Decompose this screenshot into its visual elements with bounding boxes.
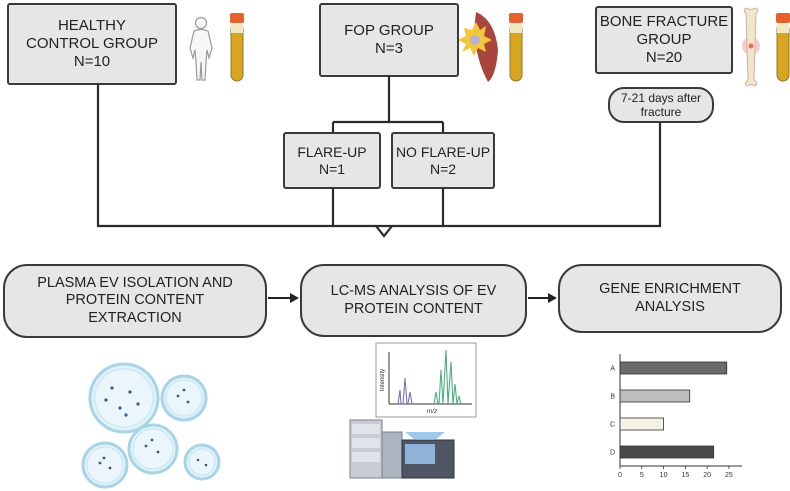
flare-up-box: FLARE-UP N=1 (283, 132, 381, 189)
no-flare-up-line-2: N=2 (429, 160, 457, 177)
ev-isolation-step: PLASMA EV ISOLATION AND PROTEIN CONTENT … (3, 264, 267, 338)
petri-dish (127, 423, 179, 475)
no-flare-up-line-1: NO FLARE-UP (395, 143, 491, 160)
arrow-2-head (548, 293, 557, 303)
blood-tube-icon-2 (509, 13, 523, 82)
x-tick-label: 0 (618, 472, 622, 479)
mass-spectrum-panel: Intensity m/z (375, 342, 477, 418)
fractured-bone-icon (742, 7, 760, 87)
isolation-line-2: PROTEIN CONTENT (65, 292, 205, 309)
fracture-line-2: GROUP (636, 31, 692, 48)
gene-enrichment-bar-chart: A B C D 0 5 10 15 20 25 (610, 354, 742, 479)
healthy-line-3: N=10 (73, 53, 111, 70)
petri-dish-icons (81, 362, 221, 489)
enrichment-line-1: GENE ENRICHMENT (599, 281, 741, 298)
bar-a (619, 361, 728, 375)
fracture-line-1: BONE FRACTURE (599, 13, 729, 30)
ev-particles (98, 386, 208, 470)
spectrum-peaks (397, 349, 462, 405)
bracket-point (375, 225, 393, 238)
bone-fracture-group-box: BONE FRACTURE GROUP N=20 (595, 6, 733, 74)
category-label-d: D (610, 450, 615, 457)
process-arrows (268, 293, 557, 303)
petri-dish (88, 362, 160, 434)
blood-tube-icon (230, 13, 244, 82)
category-label-b: B (610, 394, 615, 401)
petri-dish (183, 443, 221, 481)
bottom-bracket (96, 84, 662, 228)
petri-dish (160, 374, 208, 422)
bar-b (619, 389, 691, 403)
fop-line-2: N=3 (375, 40, 403, 57)
connector-lines (96, 77, 662, 238)
x-tick-label: 20 (703, 472, 711, 479)
lc-ms-instrument (349, 419, 455, 479)
heterotopic-bone-icon (458, 12, 498, 82)
subgroup-drops (331, 188, 445, 226)
bar-d (619, 445, 715, 459)
x-tick-label: 5 (640, 472, 644, 479)
spectrum-x-label: m/z (427, 408, 438, 415)
enrichment-line-2: ANALYSIS (635, 298, 705, 315)
category-label-c: C (610, 422, 615, 429)
lcms-line-1: LC-MS ANALYSIS OF EV (330, 283, 497, 300)
flare-up-line-1: FLARE-UP (297, 143, 367, 160)
fracture-timing-pill: 7-21 days after fracture (608, 87, 714, 123)
bar-c (619, 417, 664, 431)
fop-branch-drops (331, 122, 445, 133)
timing-line-1: 7-21 days after (620, 90, 702, 105)
fop-group-box: FOP GROUP N=3 (319, 3, 459, 77)
human-body-icon (189, 16, 213, 81)
category-label-a: A (610, 366, 615, 373)
isolation-line-1: PLASMA EV ISOLATION AND (37, 274, 233, 291)
fracture-line-3: N=20 (645, 49, 683, 66)
timing-line-2: fracture (640, 105, 682, 119)
arrow-1-head (290, 293, 299, 303)
flare-up-line-2: N=1 (318, 160, 346, 177)
x-tick-label: 10 (660, 472, 668, 479)
petri-dish (81, 441, 129, 489)
lcms-line-2: PROTEIN CONTENT (344, 300, 483, 317)
healthy-line-2: CONTROL GROUP (26, 35, 158, 52)
x-tick-label: 15 (681, 472, 689, 479)
no-flare-up-box: NO FLARE-UP N=2 (391, 132, 495, 189)
healthy-line-1: HEALTHY (57, 17, 127, 34)
lc-ms-analysis-step: LC-MS ANALYSIS OF EV PROTEIN CONTENT (300, 264, 527, 337)
blood-tube-icon-3 (776, 13, 790, 82)
x-tick-label: 25 (725, 472, 733, 479)
healthy-control-group-box: HEALTHY CONTROL GROUP N=10 (7, 3, 177, 85)
spectrum-y-label: Intensity (380, 369, 386, 391)
fop-line-1: FOP GROUP (344, 22, 434, 39)
gene-enrichment-step: GENE ENRICHMENT ANALYSIS (558, 264, 782, 333)
isolation-line-3: EXTRACTION (88, 309, 182, 326)
